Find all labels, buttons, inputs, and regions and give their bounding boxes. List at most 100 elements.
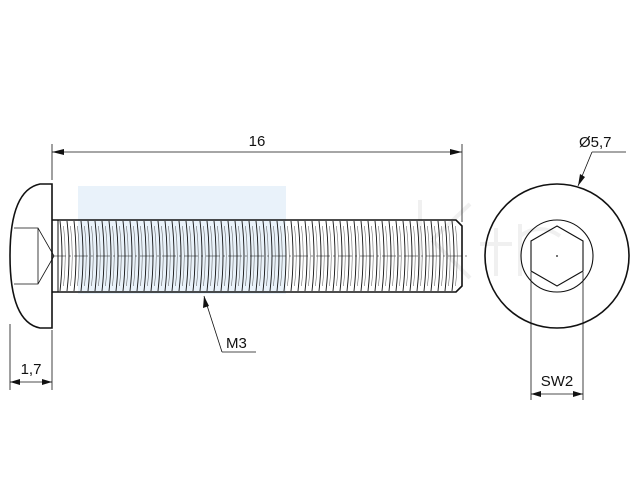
thread-crest	[423, 220, 427, 292]
thread-crest	[136, 220, 140, 292]
thread-lines	[57, 220, 458, 292]
thread-crest	[395, 220, 399, 292]
screw-shank-outline	[52, 219, 463, 293]
thread-root	[406, 225, 409, 287]
diameter-label: Ø5,7	[579, 134, 612, 151]
thread-crest	[402, 220, 406, 292]
thread-crest	[444, 220, 448, 292]
thread-crest	[66, 220, 70, 292]
thread-root	[259, 225, 262, 287]
thread-root	[329, 225, 332, 287]
thread-root	[399, 225, 402, 287]
thread-root	[273, 225, 276, 287]
thread-root	[287, 225, 290, 287]
thread-root	[126, 225, 129, 287]
thread-crest	[192, 220, 196, 292]
thread-crest	[122, 220, 126, 292]
thread-crest	[157, 220, 161, 292]
thread-root	[364, 225, 367, 287]
thread-crest	[171, 220, 175, 292]
thread-root	[105, 225, 108, 287]
thread-root	[266, 225, 269, 287]
diameter-callout: Ø5,7	[577, 134, 626, 187]
thread-crest	[255, 220, 259, 292]
thread-root	[455, 225, 458, 287]
thread-root	[84, 225, 87, 287]
thread-root	[210, 225, 213, 287]
thread-crest	[185, 220, 189, 292]
thread-root	[280, 225, 283, 287]
thread-crest	[262, 220, 266, 292]
thread-crest	[409, 220, 413, 292]
thread-crest	[248, 220, 252, 292]
thread-root	[140, 225, 143, 287]
length-label: 16	[249, 133, 266, 150]
thread-crest	[115, 220, 119, 292]
thread-root	[245, 225, 248, 287]
thread-root	[147, 225, 150, 287]
thread-crest	[374, 220, 378, 292]
thread-crest	[164, 220, 168, 292]
thread-crest	[150, 220, 154, 292]
thread-root	[70, 225, 73, 287]
thread-crest	[353, 220, 357, 292]
thread-crest	[143, 220, 147, 292]
head-height-label: 1,7	[21, 361, 42, 378]
thread-crest	[241, 220, 245, 292]
thread-root	[350, 225, 353, 287]
thread-root	[434, 225, 437, 287]
thread-crest	[430, 220, 434, 292]
thread-root	[301, 225, 304, 287]
thread-root	[161, 225, 164, 287]
thread-crest	[297, 220, 301, 292]
thread-root	[63, 225, 66, 287]
thread-crest	[290, 220, 294, 292]
thread-label: M3	[226, 335, 247, 352]
thread-crest	[318, 220, 322, 292]
thread-root	[378, 225, 381, 287]
thread-root	[294, 225, 297, 287]
thread-crest	[87, 220, 91, 292]
thread-crest	[80, 220, 84, 292]
thread-crest	[276, 220, 280, 292]
thread-crest	[388, 220, 392, 292]
thread-crest	[101, 220, 105, 292]
thread-root	[217, 225, 220, 287]
thread-crest	[73, 220, 77, 292]
thread-root	[203, 225, 206, 287]
thread-root	[112, 225, 115, 287]
thread-crest	[381, 220, 385, 292]
thread-crest	[304, 220, 308, 292]
head-circle	[484, 183, 630, 329]
thread-crest	[332, 220, 336, 292]
thread-crest	[325, 220, 329, 292]
thread-root	[357, 225, 360, 287]
thread-crest	[178, 220, 182, 292]
thread-root	[385, 225, 388, 287]
thread-crest	[59, 220, 63, 292]
thread-crest	[451, 220, 455, 292]
thread-crest	[234, 220, 238, 292]
thread-root	[413, 225, 416, 287]
thread-root	[119, 225, 122, 287]
socket-hidden-lines	[14, 227, 55, 285]
head-height-dimension: 1,7	[9, 324, 53, 390]
thread-root	[371, 225, 374, 287]
watermark	[78, 186, 562, 294]
thread-root	[322, 225, 325, 287]
thread-root	[343, 225, 346, 287]
thread-root	[252, 225, 255, 287]
thread-crest	[108, 220, 112, 292]
thread-root	[336, 225, 339, 287]
thread-crest	[213, 220, 217, 292]
thread-root	[175, 225, 178, 287]
socket-size-dimension: SW2	[530, 272, 584, 400]
thread-root	[224, 225, 227, 287]
screw-head-outline	[9, 183, 53, 329]
thread-root	[133, 225, 136, 287]
thread-root	[77, 225, 80, 287]
thread-root	[427, 225, 430, 287]
thread-crest	[311, 220, 315, 292]
thread-crest	[437, 220, 441, 292]
